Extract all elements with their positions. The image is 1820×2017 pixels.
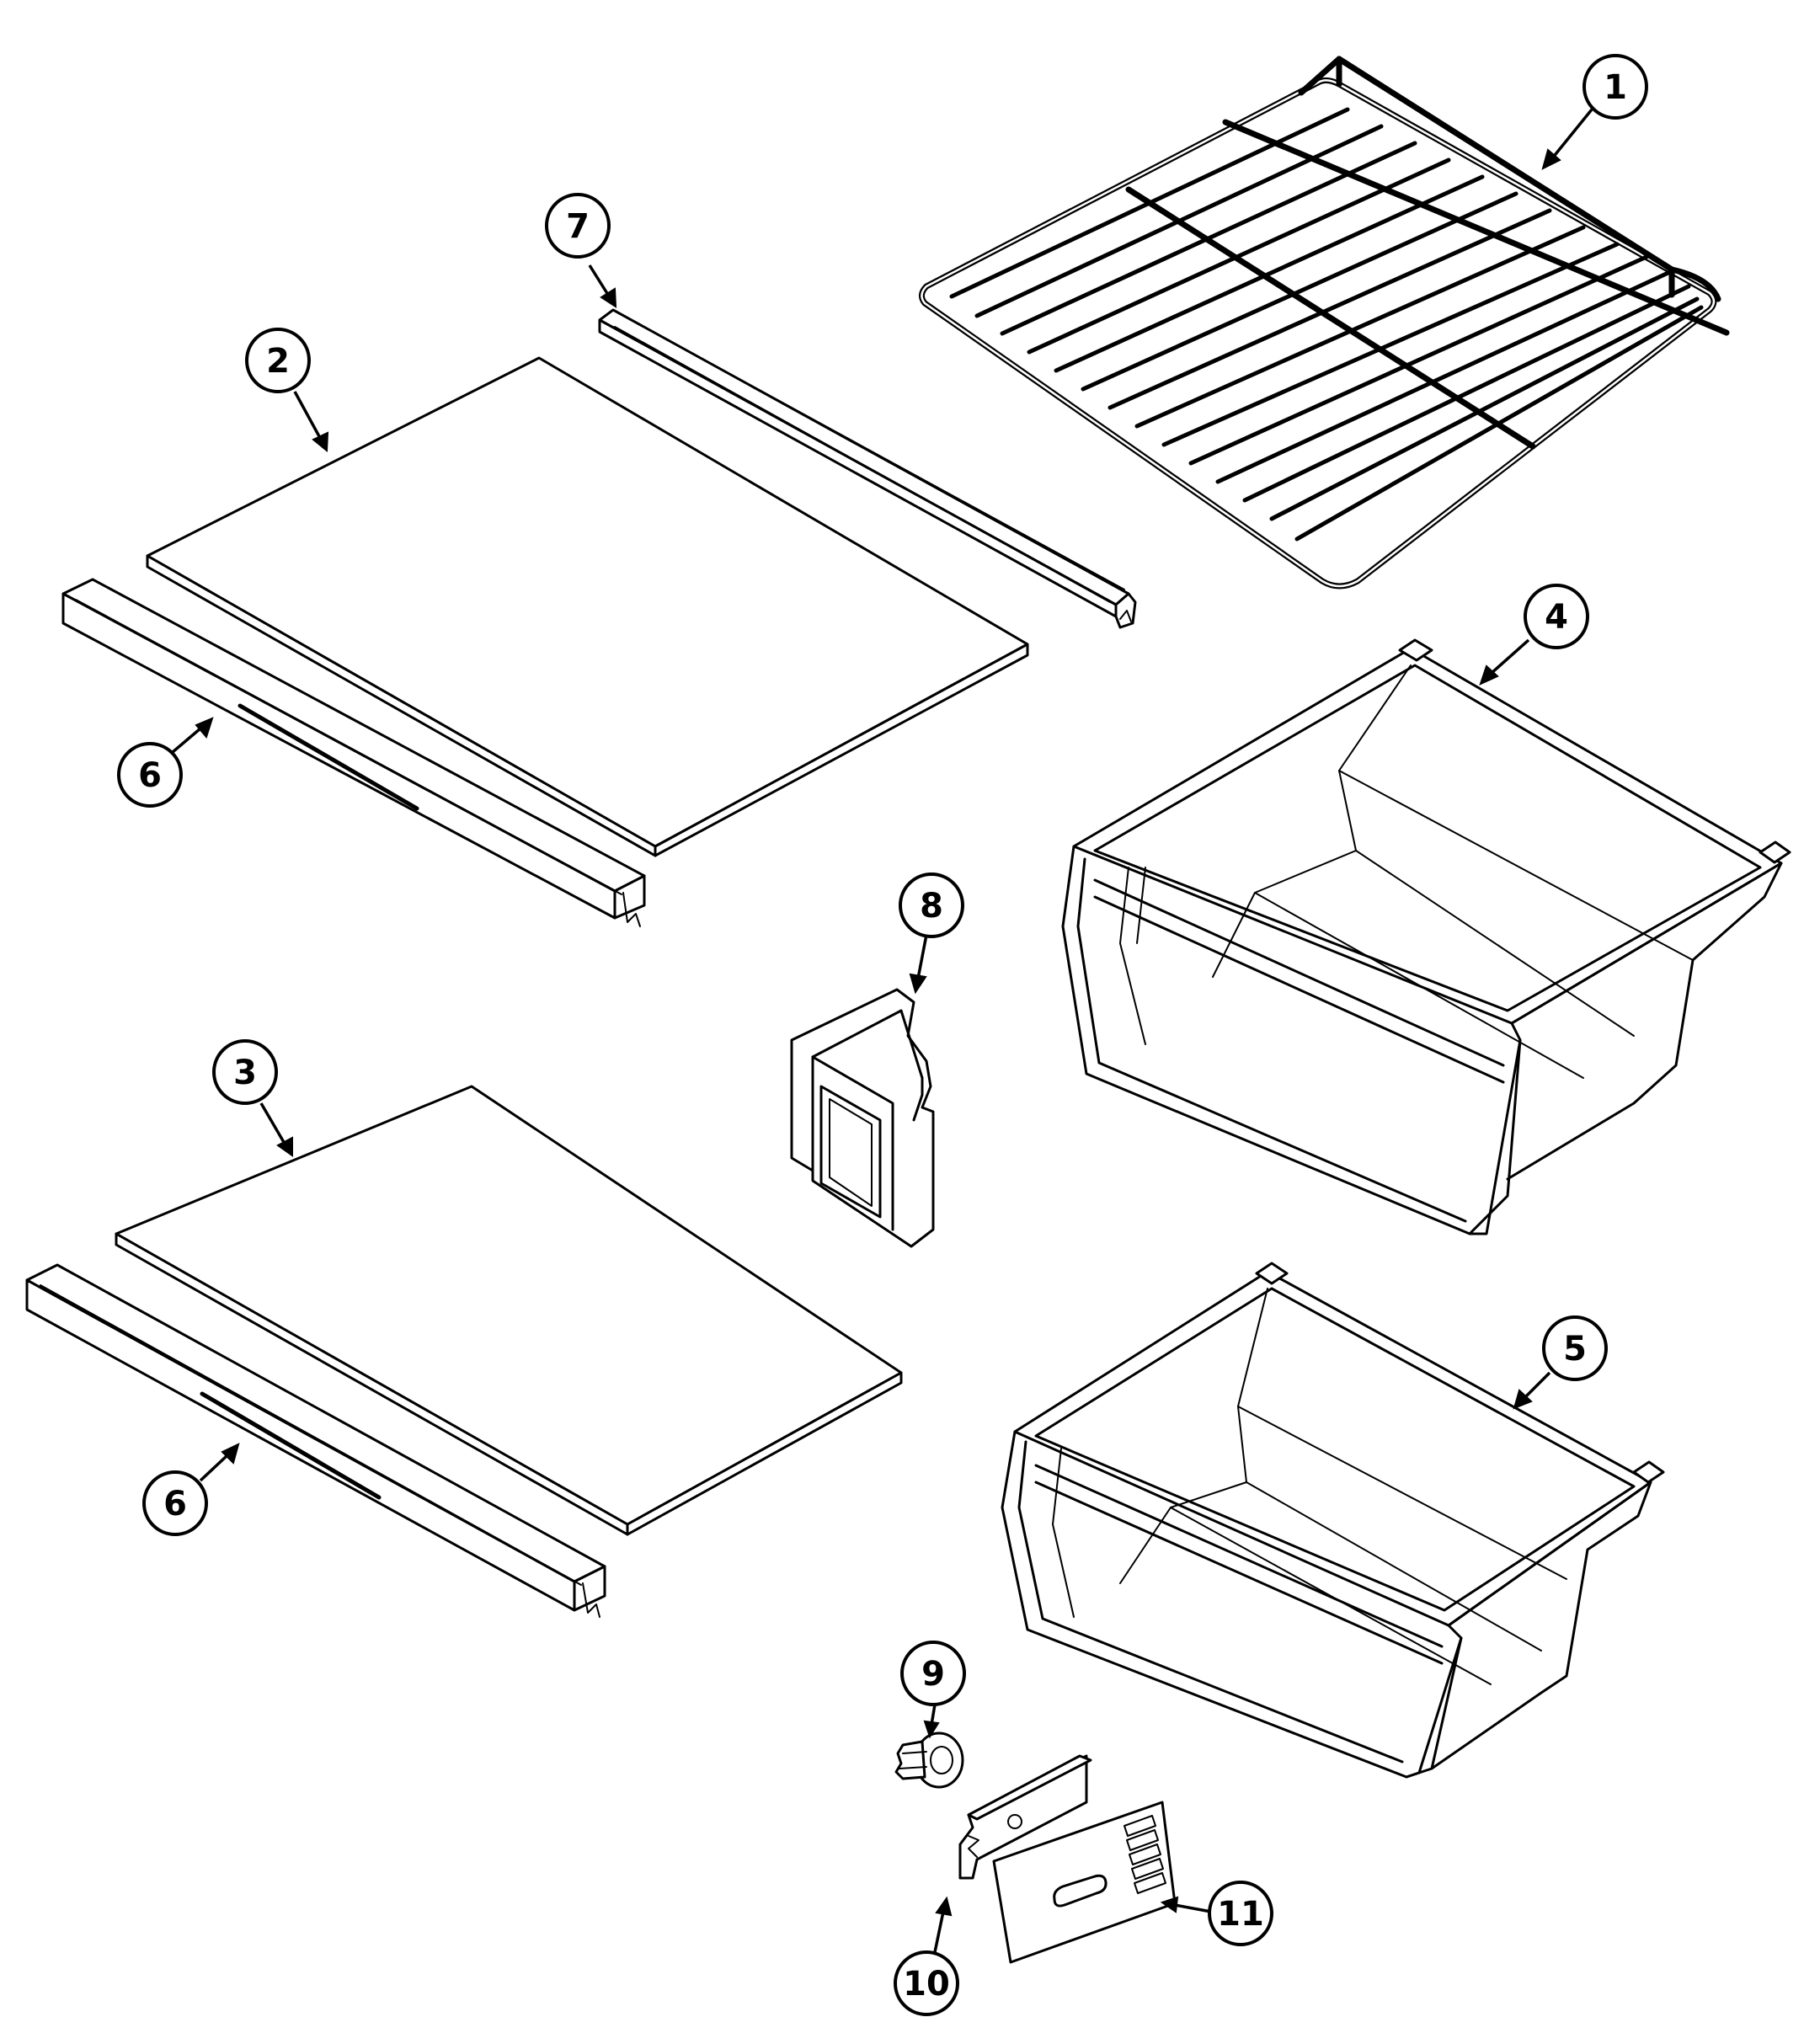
wire-shelf [919,56,1730,590]
callout-10: 10 [894,1950,959,2016]
callout-2: 2 [245,328,311,393]
callout-6-upper: 6 [117,742,183,808]
shelf-front-trim-upper [61,578,646,927]
callout-5-label: 5 [1563,1330,1587,1369]
callout-4: 4 [1524,584,1589,649]
crisper-drawer-lower [1001,1262,1665,1779]
wire-shelf-slats [949,107,1704,542]
shelf-trim-rear [598,308,1137,629]
callout-1-label: 1 [1604,68,1627,107]
callout-7: 7 [545,193,611,259]
deodorizer-pack [790,988,935,1248]
shelf-front-trim-lower [25,1263,606,1618]
callout-1: 1 [1582,54,1648,120]
callout-8-label: 8 [920,887,943,926]
callout-9-label: 9 [921,1655,945,1694]
plug-part [894,1732,964,1789]
glass-shelf-upper [146,356,1029,857]
callout-11-label: 11 [1217,1895,1264,1934]
slide-cover [958,1754,1092,1880]
callout-6-lower: 6 [142,1470,208,1536]
callout-9: 9 [900,1641,966,1706]
callout-6-lower-label: 6 [163,1485,187,1523]
callout-6-upper-label: 6 [138,756,162,795]
callout-5: 5 [1542,1315,1608,1381]
callout-7-label: 7 [566,207,590,246]
callout-4-label: 4 [1545,598,1568,637]
callout-3-label: 3 [233,1054,257,1092]
callout-2-label: 2 [266,342,290,381]
crisper-drawer-upper [1061,638,1791,1235]
callout-8: 8 [899,872,964,938]
callout-11: 11 [1208,1881,1273,1946]
callout-10-label: 10 [903,1965,950,2004]
glass-shelf-lower [115,1085,903,1536]
callout-3: 3 [212,1039,278,1105]
leader-lines [171,108,1593,1953]
